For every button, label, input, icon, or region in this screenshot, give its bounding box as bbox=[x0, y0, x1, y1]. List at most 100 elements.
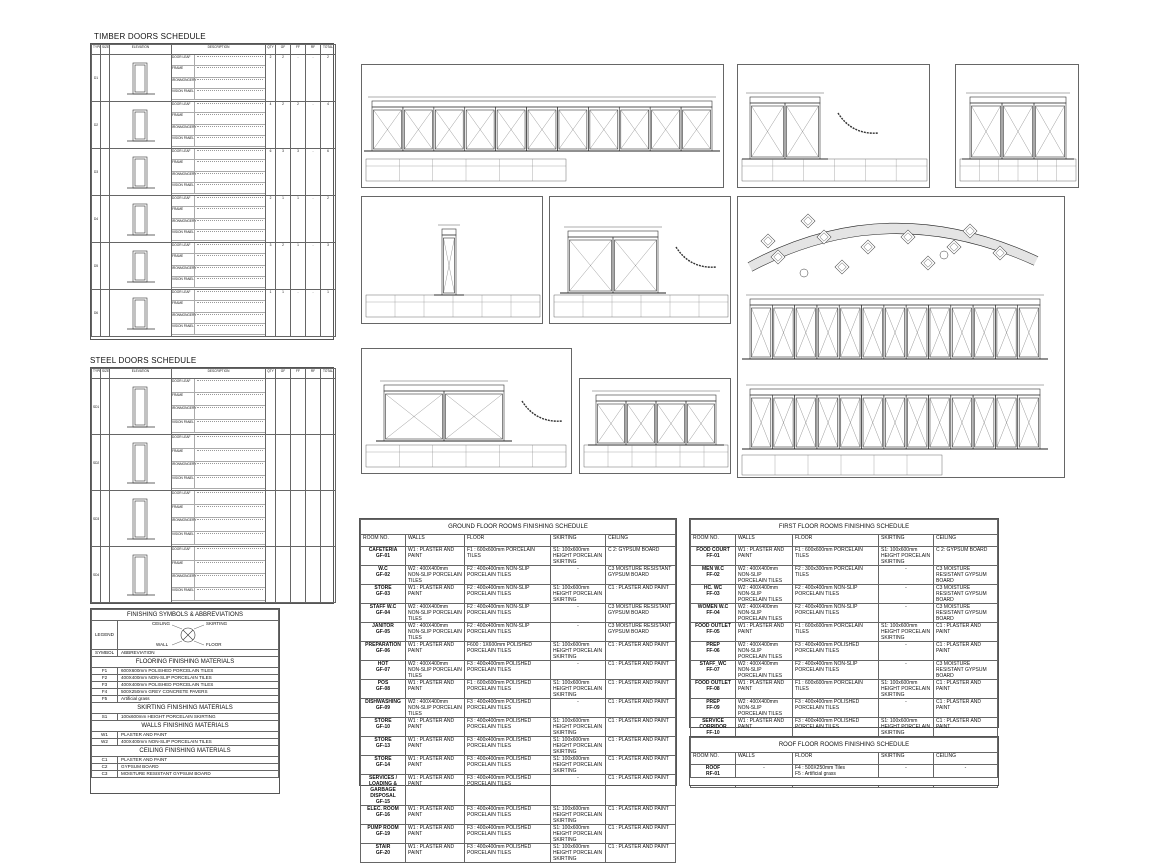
door-ff-cell bbox=[290, 378, 306, 435]
door-type-tag: SD3 bbox=[91, 490, 101, 547]
legend-code: C3 bbox=[91, 770, 118, 778]
door-qty-cell: 3 bbox=[265, 242, 276, 290]
room-number-cell: ELEC. ROOM GF-16 bbox=[360, 805, 406, 825]
door-rf-value: - bbox=[312, 196, 314, 201]
door-qty-value: 2 bbox=[269, 196, 272, 201]
finish-cell: F1 : 600x600mm PORCELAIN TILES bbox=[464, 546, 551, 566]
finish-cell: W2 : 400X400mm NON-SLIP PORCELAIN TILES bbox=[405, 565, 465, 585]
timber-schedule-title: TIMBER DOORS SCHEDULE bbox=[94, 32, 206, 41]
finish-cell: C1 : PLASTER AND PAINT bbox=[605, 824, 676, 844]
finish-cell: F3 : 400x400mm POLISHED PORCELAIN TILES bbox=[464, 755, 551, 775]
door-qty-value: 4 bbox=[269, 102, 272, 107]
description-text-lines bbox=[197, 183, 263, 192]
first-col-skirting: SKIRTING bbox=[878, 534, 934, 547]
door-elevation-cell bbox=[109, 54, 172, 102]
door-rf-cell: - bbox=[305, 101, 321, 149]
description-label: FRAME bbox=[173, 160, 195, 171]
description-line: DOOR LEAF bbox=[172, 547, 265, 561]
steel-col-gf: GF bbox=[275, 368, 291, 379]
steel-col-rf: RF bbox=[305, 368, 321, 379]
description-line: VISION PANEL bbox=[172, 229, 265, 241]
description-text-lines bbox=[197, 56, 263, 64]
description-label: VISION PANEL bbox=[173, 182, 195, 193]
door-elevation-drawing bbox=[959, 92, 1077, 182]
finish-cell: W1 : PLASTER AND PAINT bbox=[735, 622, 793, 642]
description-label: FRAME bbox=[173, 301, 195, 312]
finish-cell: S1: 100x600mm HEIGHT PORCELAIN SKIRTING bbox=[550, 755, 606, 775]
finish-cell: C1 : PLASTER AND PAINT bbox=[605, 698, 676, 718]
description-text-lines bbox=[197, 420, 263, 432]
description-label: DOOR LEAF bbox=[173, 196, 195, 207]
description-line: VISION PANEL bbox=[172, 182, 265, 194]
door-elevation-icon bbox=[127, 554, 155, 596]
finish-cell: S1: 100x600mm HEIGHT PORCELAIN SKIRTING bbox=[550, 584, 606, 604]
door-size-cell bbox=[100, 378, 110, 435]
description-text-lines bbox=[197, 172, 263, 181]
finish-cell: W1 : PLASTER AND PAINT bbox=[405, 774, 465, 806]
room-number-cell: PREPARATION GF-06 bbox=[360, 641, 406, 661]
finish-cell: C1 : PLASTER AND PAINT bbox=[933, 717, 998, 737]
description-line: FRAME bbox=[172, 207, 265, 219]
door-tag-label: SD1 bbox=[93, 404, 100, 409]
description-label: VISION PANEL bbox=[173, 135, 195, 146]
description-text-lines bbox=[197, 197, 263, 205]
door-tot-cell: 2 bbox=[320, 195, 336, 243]
finish-cell: S1: 100x600mm HEIGHT PORCELAIN SKIRTING bbox=[878, 679, 934, 699]
finish-cell: F600 : 1X600mm POLISHED PORCELAIN TILES bbox=[464, 641, 551, 661]
finish-cell: F3 : 400x400mm POLISHED PORCELAIN TILES bbox=[464, 698, 551, 718]
door-tag-label: D2 bbox=[93, 123, 99, 127]
finish-cell: W2 : 400X400mm NON-SLIP PORCELAIN TILES bbox=[405, 603, 465, 623]
door-qty-value: 1 bbox=[269, 290, 272, 295]
door-ff-value: 3 bbox=[297, 149, 299, 154]
description-text-lines bbox=[197, 476, 263, 488]
room-number-cell: CAFETERIA GF-01 bbox=[360, 546, 406, 566]
finish-cell: W1 : PLASTER AND PAINT bbox=[735, 679, 793, 699]
description-label: FRAME bbox=[173, 254, 195, 265]
description-label: VISION PANEL bbox=[173, 229, 195, 240]
room-number-cell: PUMP ROOM GF-19 bbox=[360, 824, 406, 844]
description-line: IRONMONGERY bbox=[172, 574, 265, 588]
door-elevation-cell bbox=[109, 148, 172, 196]
finish-cell: W1 : PLASTER AND PAINT bbox=[405, 546, 465, 566]
description-text-lines bbox=[197, 67, 263, 75]
description-line: IRONMONGERY bbox=[172, 312, 265, 324]
door-size-cell bbox=[100, 289, 110, 337]
door-gf-cell: 1 bbox=[275, 289, 291, 337]
description-text-lines bbox=[197, 266, 263, 275]
finish-cell: S1: 100x600mm HEIGHT PORCELAIN SKIRTING bbox=[550, 805, 606, 825]
ground-col-room: ROOM NO. bbox=[360, 534, 406, 547]
finish-cell: F2 : 400x400mm NON-SLIP PORCELAIN TILES bbox=[464, 622, 551, 642]
elevation-sheet-5 bbox=[549, 196, 731, 324]
description-line: VISION PANEL bbox=[172, 88, 265, 100]
description-text-lines bbox=[197, 302, 263, 310]
door-qty-cell: 1 bbox=[265, 289, 276, 337]
door-rf-value: - bbox=[312, 149, 314, 154]
description-line: VISION PANEL bbox=[172, 587, 265, 601]
description-label: FRAME bbox=[173, 207, 195, 218]
legend-code: S1 bbox=[91, 713, 118, 721]
finish-cell: S1: 100x600mm HEIGHT PORCELAIN SKIRTING bbox=[550, 717, 606, 737]
description-text-lines bbox=[197, 492, 263, 503]
door-gf-cell: 2 bbox=[275, 242, 291, 290]
door-elevation-icon bbox=[127, 62, 155, 95]
door-elevation-icon bbox=[127, 442, 155, 484]
door-gf-value: 1 bbox=[282, 196, 284, 201]
steel-col-size: SIZE bbox=[100, 368, 110, 379]
description-text-lines bbox=[197, 561, 263, 573]
legend-desc: MOISTURE RESISTANT GYPSUM BOARD bbox=[117, 770, 279, 778]
door-ff-cell bbox=[290, 546, 306, 603]
description-label: IRONMONGERY bbox=[173, 218, 196, 229]
finish-cell: C1 : PLASTER AND PAINT bbox=[605, 660, 676, 680]
description-line: DOOR LEAF bbox=[172, 491, 265, 505]
description-line: FRAME bbox=[172, 160, 265, 172]
finish-cell: C3 MOISTURE RESISTANT GYPSUM BOARD bbox=[933, 565, 998, 585]
